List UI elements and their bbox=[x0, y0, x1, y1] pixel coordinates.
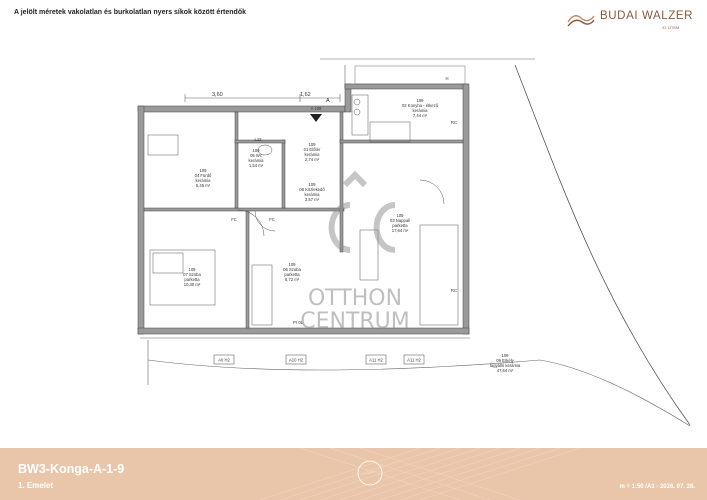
room-label-room-07: 109 07 Szoba parketta 10,30 m² bbox=[183, 267, 201, 287]
dimension-label: 1,62 bbox=[300, 92, 311, 98]
logo-sub: XI. ÚTEM bbox=[662, 25, 680, 30]
otthon-centrum-logo-icon bbox=[328, 170, 396, 253]
room-label-room-06: 109 06 Szoba parketta 8,72 m² bbox=[283, 262, 301, 282]
svg-text:47,64 m²: 47,64 m² bbox=[497, 368, 514, 373]
wave-logo-icon bbox=[567, 15, 595, 27]
side-tag: RC bbox=[451, 288, 457, 293]
svg-text:109: 109 bbox=[397, 213, 405, 218]
footer-bar: BW3-Konga-A-1-9 1. Emelet m = 1:50 /A3 -… bbox=[0, 448, 707, 500]
svg-text:05 Wc: 05 Wc bbox=[250, 153, 262, 158]
watermark: OTTHON CENTRUM bbox=[300, 170, 410, 334]
window-tag: A10 H2 bbox=[289, 358, 304, 363]
svg-text:109: 109 bbox=[309, 142, 317, 147]
compass-icon bbox=[357, 460, 383, 486]
circuit-label: L12 bbox=[255, 137, 263, 142]
room-label-hall: 109 01 Előtér kerámia 2,74 m² bbox=[304, 142, 321, 162]
svg-text:kerámia: kerámia bbox=[305, 192, 321, 197]
room-label-living: 109 03 Nappali parketta 17,64 m² bbox=[390, 213, 410, 233]
svg-text:kerámia: kerámia bbox=[413, 108, 429, 113]
window-tag: A11 H2 bbox=[407, 358, 421, 363]
svg-text:3,57 m²: 3,57 m² bbox=[305, 197, 320, 202]
svg-text:109: 109 bbox=[289, 262, 297, 267]
room-label-kitchen: 109 02 Konyha - étkező kerámia 7,44 m² bbox=[402, 98, 439, 118]
fc-label: FC bbox=[231, 217, 237, 222]
scale-date: m = 1:50 /A3 - 2026. 07. 28. bbox=[619, 484, 695, 490]
svg-text:kerámia: kerámia bbox=[305, 152, 321, 157]
svg-text:2,74 m²: 2,74 m² bbox=[305, 157, 320, 162]
room-label-corridor: 109 08 Közlekedő kerámia 3,57 m² bbox=[299, 182, 325, 202]
kitchen-mark: H bbox=[445, 76, 448, 81]
brand-logo: BUDAI WALZER XI. ÚTEM bbox=[566, 6, 696, 36]
document-code: BW3-Konga-A-1-9 bbox=[18, 462, 125, 476]
svg-text:09 Erkély: 09 Erkély bbox=[496, 358, 514, 363]
svg-text:109: 109 bbox=[502, 353, 510, 358]
svg-text:parketta: parketta bbox=[184, 277, 200, 282]
svg-text:17,64 m²: 17,64 m² bbox=[392, 228, 409, 233]
svg-text:109: 109 bbox=[189, 267, 197, 272]
window-tag: A0 H2 bbox=[218, 358, 230, 363]
section-mark: A bbox=[326, 98, 330, 104]
room-label-wc: 109 05 Wc kerámia 1,54 m² bbox=[249, 148, 265, 168]
svg-text:1,54 m²: 1,54 m² bbox=[249, 163, 264, 168]
floor-plan: A0 H2 A10 H2 A11 H2 A11 H2 3,60 1,62 A A… bbox=[137, 58, 691, 427]
svg-text:5,45 m²: 5,45 m² bbox=[196, 183, 211, 188]
svg-text:parketta: parketta bbox=[284, 272, 300, 277]
svg-text:07 Szoba: 07 Szoba bbox=[183, 272, 201, 277]
svg-text:02 Konyha - étkező: 02 Konyha - étkező bbox=[402, 103, 439, 108]
svg-text:08 Közlekedő: 08 Közlekedő bbox=[299, 187, 325, 192]
svg-text:kerámia: kerámia bbox=[249, 158, 265, 163]
svg-text:parketta: parketta bbox=[392, 223, 408, 228]
watermark-line2: CENTRUM bbox=[300, 309, 410, 334]
section-ref: A 109 bbox=[311, 106, 322, 111]
watermark-line1: OTTHON bbox=[308, 286, 402, 311]
fc-label: FC bbox=[269, 217, 275, 222]
svg-text:109: 109 bbox=[309, 182, 317, 187]
window-tag: A11 H2 bbox=[369, 358, 383, 363]
logo-name: BUDAI WALZER bbox=[600, 10, 694, 22]
svg-text:fagyálló kerámia: fagyálló kerámia bbox=[490, 363, 521, 368]
svg-text:kerámia: kerámia bbox=[196, 178, 212, 183]
svg-text:03 Nappali: 03 Nappali bbox=[390, 218, 410, 223]
dimension-label: 3,60 bbox=[212, 92, 223, 98]
svg-text:109: 109 bbox=[253, 148, 261, 153]
header-note: A jelölt méretek vakolatlan és burkolatl… bbox=[14, 9, 246, 16]
svg-text:109: 109 bbox=[417, 98, 425, 103]
svg-text:8,72 m²: 8,72 m² bbox=[285, 277, 300, 282]
room-label-balcony: 109 09 Erkély fagyálló kerámia 47,64 m² bbox=[490, 353, 521, 373]
svg-text:04 Fürdő: 04 Fürdő bbox=[195, 173, 212, 178]
side-tag: RC bbox=[451, 120, 457, 125]
svg-text:01 Előtér: 01 Előtér bbox=[304, 147, 321, 152]
svg-text:10,30 m²: 10,30 m² bbox=[184, 282, 201, 287]
floor-level: 1. Emelet bbox=[18, 481, 54, 490]
svg-text:7,44 m²: 7,44 m² bbox=[413, 113, 428, 118]
svg-text:109: 109 bbox=[200, 168, 208, 173]
svg-text:06 Szoba: 06 Szoba bbox=[283, 267, 301, 272]
room-label-bathroom: 109 04 Fürdő kerámia 5,45 m² bbox=[195, 168, 212, 188]
pr-label: Pr 0L bbox=[293, 320, 304, 325]
